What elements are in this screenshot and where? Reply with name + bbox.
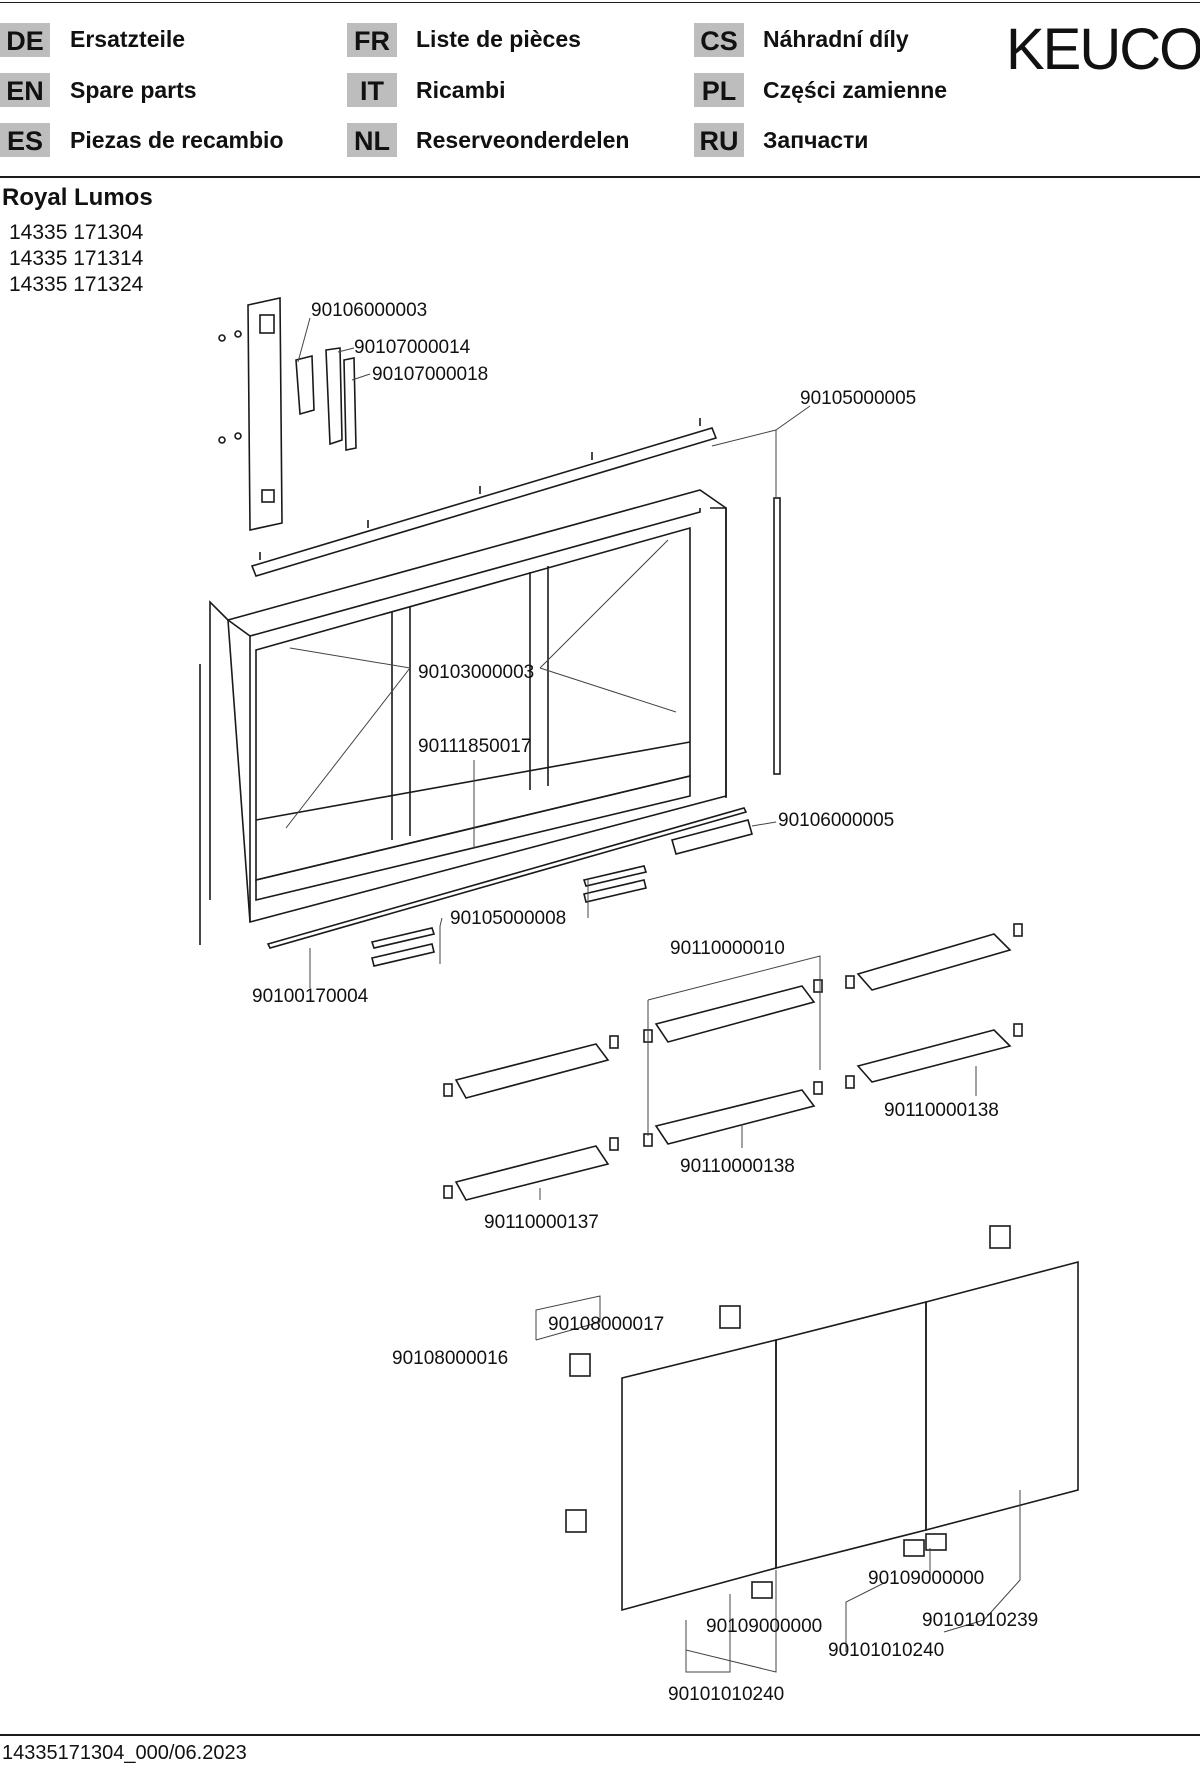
part-number: 90109000000 — [868, 1568, 984, 1589]
glass-shelf — [454, 1145, 610, 1201]
part-number: 90110000138 — [884, 1100, 999, 1121]
lang-code-ru: RU — [694, 123, 744, 157]
lang-code-es: ES — [0, 123, 50, 157]
part-number: 90105000005 — [800, 388, 916, 409]
lang-label-nl: Reserveonderdelen — [416, 127, 630, 153]
lang-code-fr: FR — [347, 23, 397, 57]
part-number: 90108000017 — [548, 1314, 664, 1335]
article-number: 14335 171314 — [9, 247, 144, 270]
part-number: 90100170004 — [252, 986, 369, 1007]
lang-code-pl: PL — [694, 73, 744, 107]
lang-code-en: EN — [0, 73, 50, 107]
lang-label-en: Spare parts — [70, 77, 197, 103]
lang-code-cs: CS — [694, 23, 744, 57]
mirror-door — [775, 1300, 927, 1570]
article-number: 14335 171304 — [9, 221, 144, 244]
top-light-bar — [250, 427, 718, 577]
article-number: 14335 171324 — [9, 273, 144, 296]
lang-label-de: Ersatzteile — [70, 26, 186, 52]
part-number: 90108000016 — [392, 1348, 508, 1369]
part-number: 90105000008 — [450, 908, 566, 929]
lang-label-fr: Liste de pièces — [416, 26, 581, 52]
control-panel-strip — [247, 297, 283, 531]
product-name: Royal Lumos — [2, 184, 153, 211]
part-number: 90106000005 — [778, 810, 894, 831]
lang-label-cs: Náhradní díly — [763, 26, 909, 52]
part-number: 90110000137 — [484, 1212, 599, 1233]
part-number: 90111850017 — [418, 736, 531, 757]
glass-shelf — [856, 1029, 1012, 1083]
part-number: 90101010239 — [922, 1610, 1038, 1631]
part-number: 90103000003 — [418, 662, 534, 683]
cabinet-body — [227, 489, 727, 924]
mirror-door — [925, 1260, 1079, 1532]
lang-code-de: DE — [0, 23, 50, 57]
lang-label-it: Ricambi — [416, 77, 506, 103]
glass-shelf — [856, 933, 1012, 991]
header-top-rule — [0, 2, 1200, 3]
lang-code-it: IT — [347, 73, 397, 107]
lang-label-ru: Запчасти — [763, 127, 869, 153]
part-number: 90110000010 — [670, 938, 785, 959]
glass-shelf — [654, 985, 816, 1043]
part-number: 90110000138 — [680, 1156, 795, 1177]
mirror-door — [621, 1338, 777, 1612]
document-number: 14335171304_000/06.2023 — [2, 1742, 247, 1764]
part-number: 90107000014 — [354, 337, 471, 358]
part-number: 90106000003 — [311, 300, 427, 321]
glass-shelf — [654, 1089, 816, 1145]
part-number: 90101010240 — [668, 1684, 784, 1705]
glass-shelf — [454, 1043, 610, 1099]
side-light-strip — [773, 497, 781, 775]
header-bottom-rule — [0, 176, 1200, 178]
lang-label-pl: Części zamienne — [763, 77, 948, 103]
part-number: 90101010240 — [828, 1640, 944, 1661]
footer-rule — [0, 1734, 1200, 1736]
part-number: 90107000018 — [372, 364, 488, 385]
lang-code-nl: NL — [347, 123, 397, 157]
bottom-light-bar — [266, 807, 748, 949]
part-number: 90109000000 — [706, 1616, 822, 1637]
keuco-logo: KEUCO — [1006, 17, 1200, 82]
lang-label-es: Piezas de recambio — [70, 127, 284, 153]
